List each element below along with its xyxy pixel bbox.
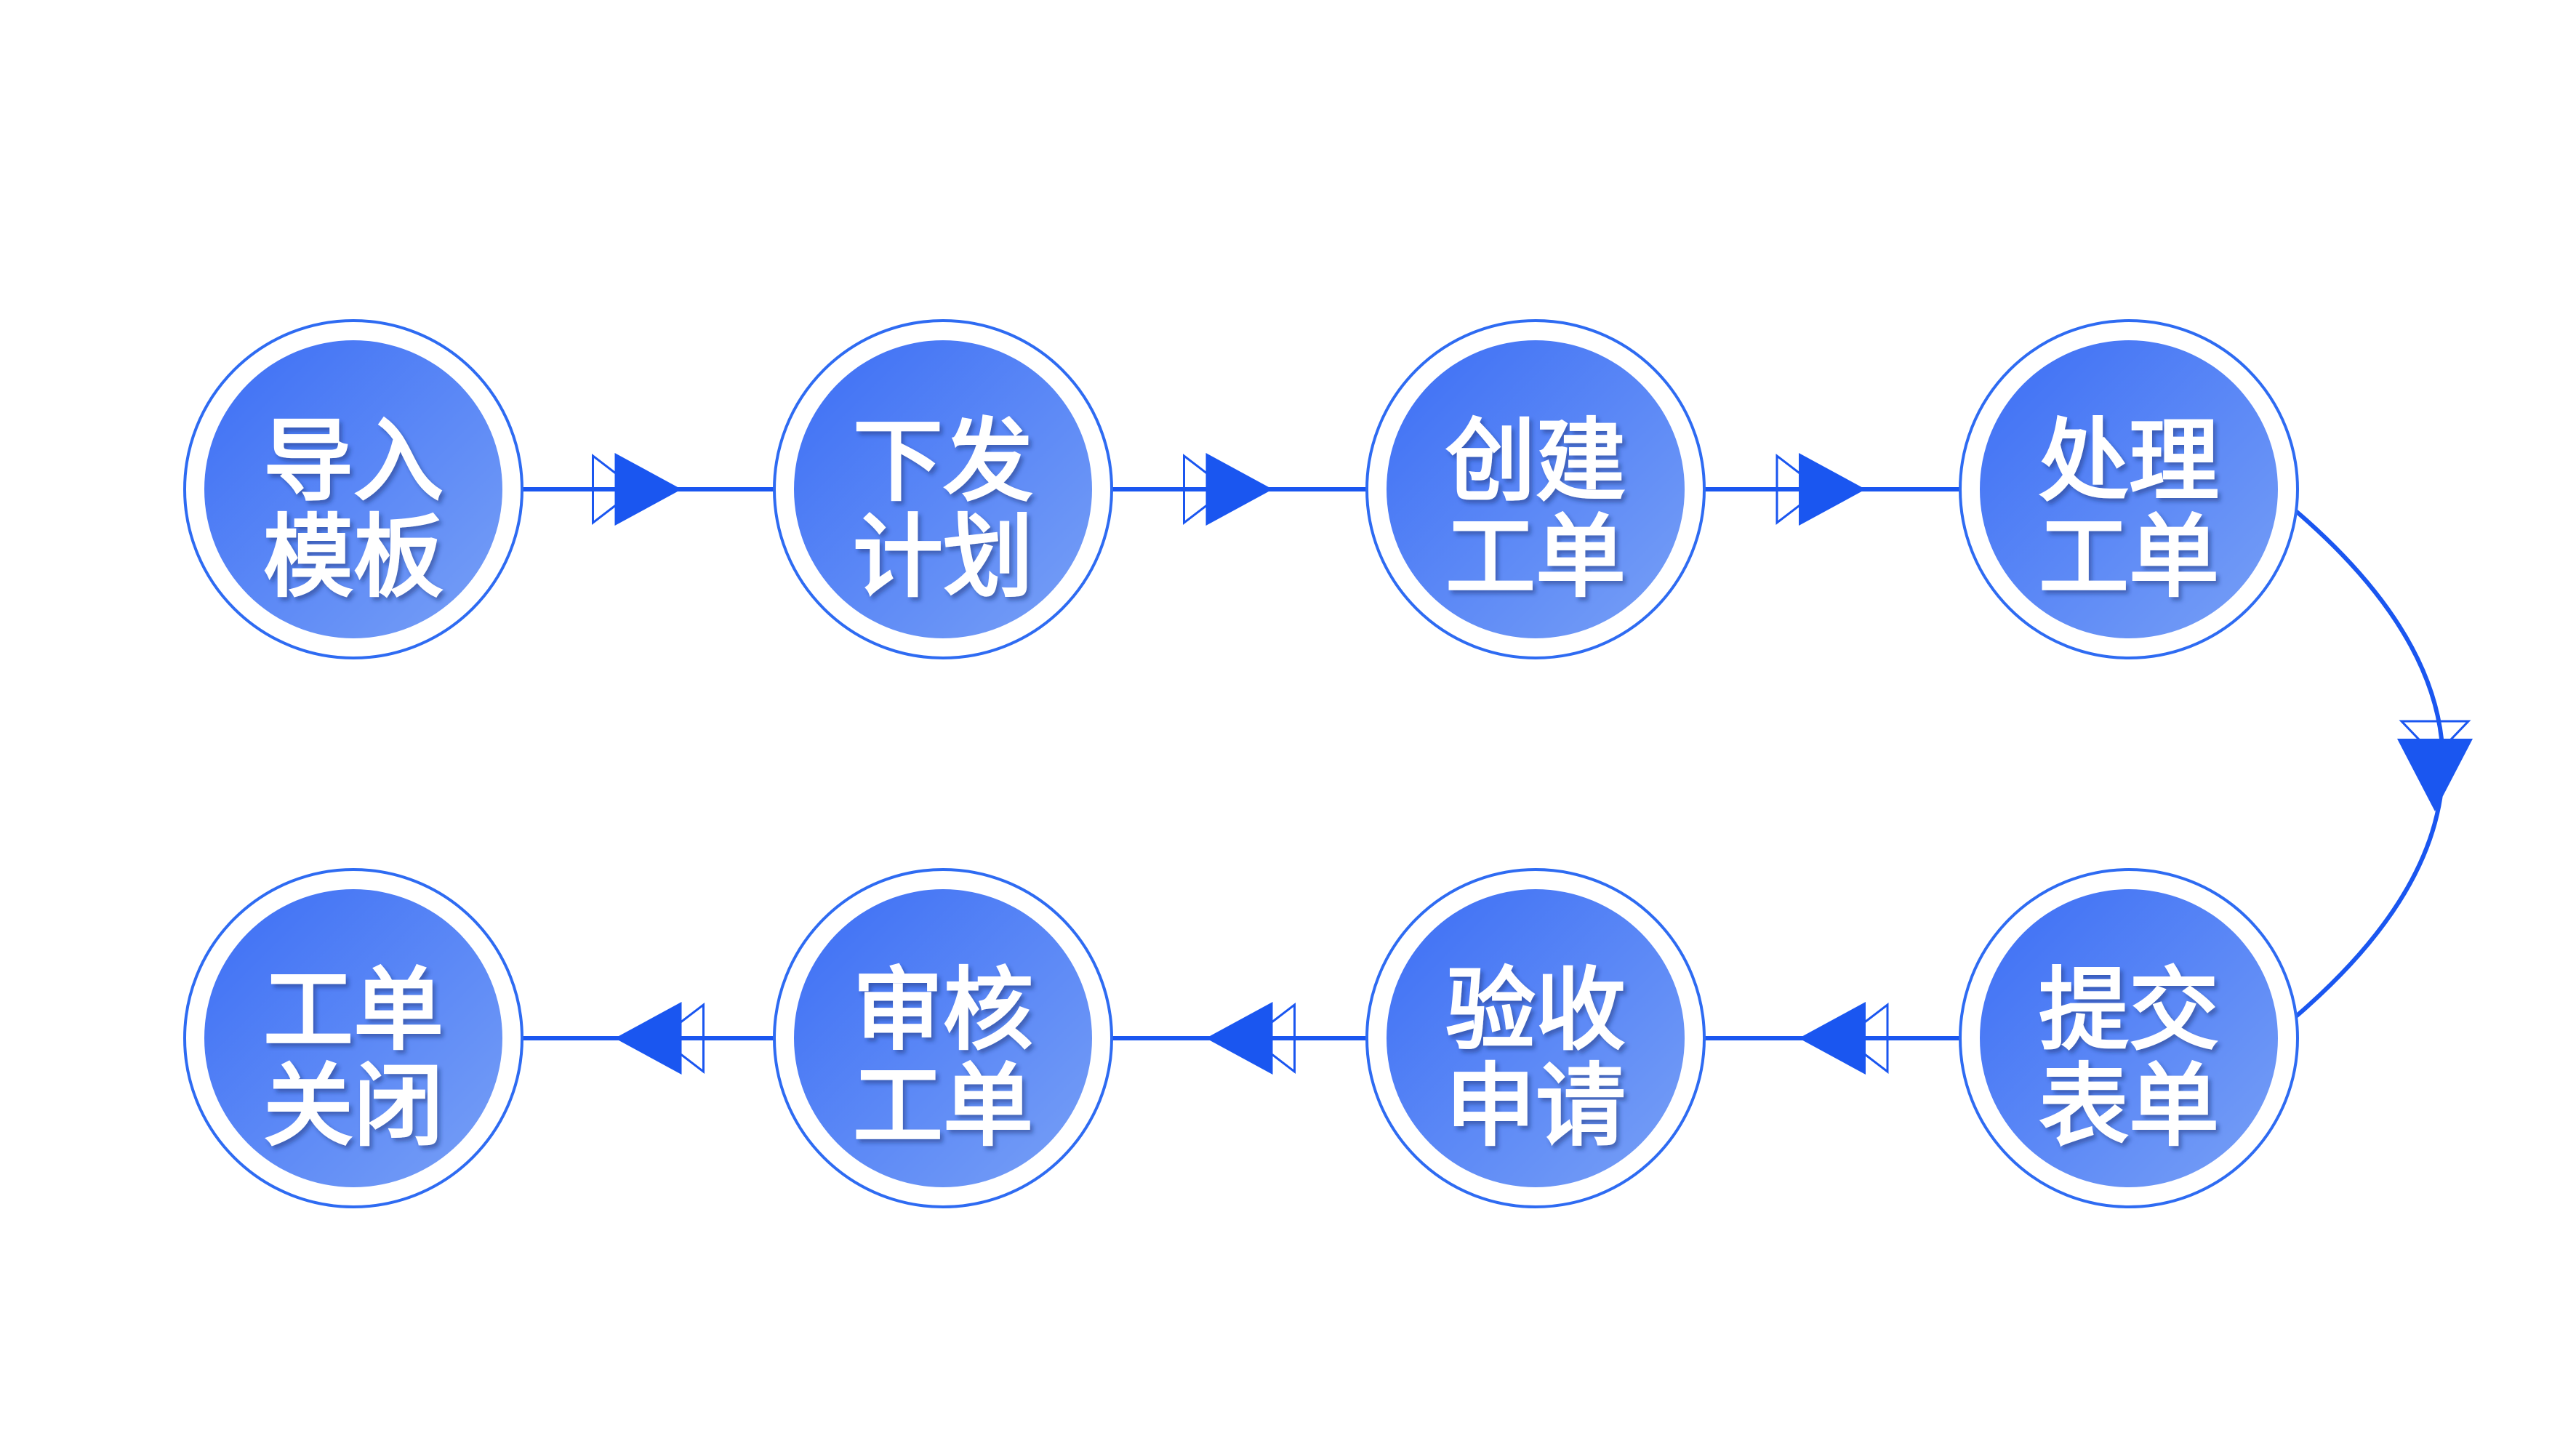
arrow-head-icon xyxy=(2397,739,2473,811)
step-disc xyxy=(204,340,502,638)
arrow-head-icon xyxy=(1205,453,1273,526)
connector-1-2 xyxy=(522,453,774,526)
step-label-line1: 处理 xyxy=(2039,409,2219,514)
step-disc xyxy=(794,889,1092,1187)
step-label-line2: 关闭 xyxy=(263,1054,444,1159)
arrow-head-icon xyxy=(1205,1002,1273,1075)
connector-4-5 xyxy=(2290,505,2473,1022)
step-label-line2: 计划 xyxy=(853,505,1033,610)
arrow-head-icon xyxy=(1799,1002,1866,1075)
arrow-head-icon xyxy=(614,453,682,526)
connector-5-6 xyxy=(1704,1002,1960,1075)
step-label-line2: 表单 xyxy=(2039,1054,2219,1159)
step-label-line1: 提交 xyxy=(2039,958,2219,1063)
step-label-line2: 申请 xyxy=(1445,1054,1626,1159)
step-label-line1: 审核 xyxy=(853,958,1033,1063)
step-label-line1: 工单 xyxy=(263,958,444,1063)
step-disc xyxy=(1980,340,2278,638)
step-label-line2: 模板 xyxy=(263,505,444,610)
step-label-line2: 工单 xyxy=(853,1054,1033,1159)
step-label-line1: 导入 xyxy=(263,409,444,514)
connector-3-4 xyxy=(1704,453,1960,526)
step-label-line1: 创建 xyxy=(1445,409,1626,514)
step-disc xyxy=(794,340,1092,638)
connector-7-8 xyxy=(522,1002,774,1075)
step-label-line2: 工单 xyxy=(1445,505,1626,610)
arrow-head-icon xyxy=(614,1002,682,1075)
step-disc xyxy=(204,889,502,1187)
arrow-head-icon xyxy=(1799,453,1866,526)
step-label-line2: 工单 xyxy=(2039,505,2219,610)
connectors xyxy=(522,453,2473,1075)
connector-6-7 xyxy=(1112,1002,1367,1075)
step-label-line1: 验收 xyxy=(1445,958,1626,1063)
step-disc xyxy=(1980,889,2278,1187)
step-label-line1: 下发 xyxy=(853,409,1033,514)
connector-2-3 xyxy=(1112,453,1367,526)
step-disc xyxy=(1387,889,1685,1187)
step-disc xyxy=(1387,340,1685,638)
